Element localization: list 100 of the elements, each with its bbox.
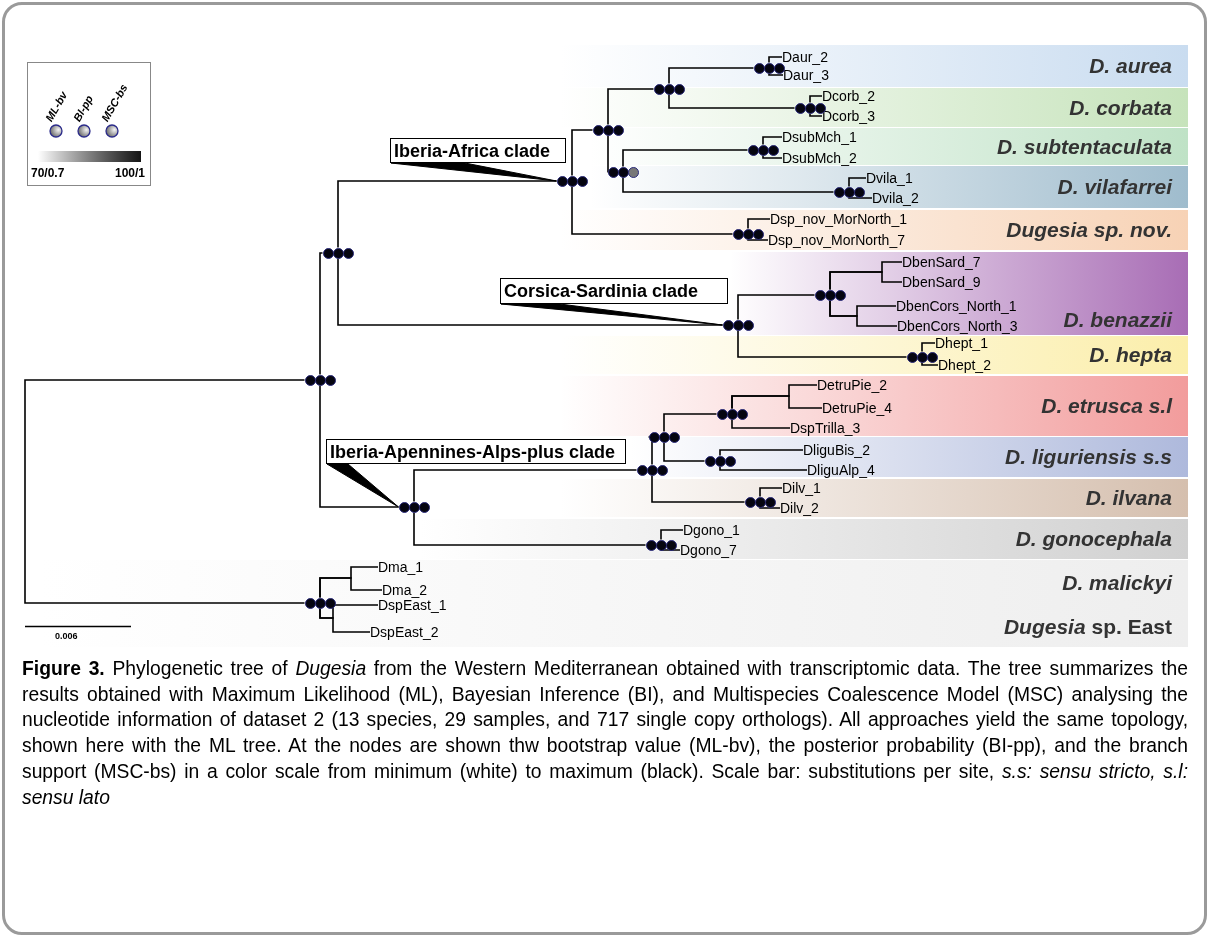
species-label: D. malickyi (1062, 571, 1172, 595)
support-dots-icon (398, 501, 430, 513)
support-dots-icon (814, 289, 846, 301)
tree-branch (622, 149, 749, 168)
tree-branch (660, 529, 684, 541)
clade-callout: Corsica-Sardinia clade (500, 278, 728, 304)
tree-branch (663, 441, 706, 462)
tree-branch (747, 238, 769, 241)
tip-label: DspEast_1 (378, 598, 447, 612)
support-dots-icon (636, 464, 668, 476)
species-label: Dugesia sp. East (1003, 615, 1172, 639)
support-dots-icon (645, 539, 677, 551)
tip-label: DbenCors_North_3 (897, 319, 1018, 333)
tree-branch (319, 577, 383, 599)
tree-branch (747, 218, 771, 230)
support-dots-icon (747, 144, 779, 156)
species-label: D. aurea (1089, 54, 1172, 78)
tree-branch (319, 252, 324, 376)
tip-label: Daur_2 (782, 50, 828, 64)
support-dots-icon (704, 455, 736, 467)
species-label: D. liguriensis s.s (1005, 445, 1172, 469)
tree-branch (848, 177, 867, 188)
tree-branch (731, 395, 823, 410)
tip-label: Dcorb_2 (822, 89, 875, 103)
tree-branch (759, 487, 783, 498)
clade-callout: Iberia-Africa clade (390, 138, 566, 163)
tip-label: DbenSard_9 (902, 275, 981, 289)
tip-label: Dilv_1 (782, 481, 821, 495)
tree-branch (668, 67, 755, 85)
tree-branch (663, 413, 718, 433)
support-dots-icon (653, 83, 685, 95)
tip-label: DetruPie_4 (822, 401, 893, 415)
support-dots-icon (722, 319, 754, 331)
tree-branch (731, 418, 791, 429)
tree-branch (319, 607, 371, 633)
support-dots-icon (753, 62, 785, 74)
species-label: D. gonocephala (1015, 527, 1172, 551)
species-label: D. corbata (1069, 95, 1172, 120)
tree-branch (413, 469, 638, 503)
tip-label: DspEast_2 (370, 625, 439, 639)
tree-branch (571, 129, 594, 177)
tip-label: Dhept_2 (938, 358, 991, 372)
species-label: D. ilvana (1085, 486, 1172, 510)
support-dots-icon (322, 247, 354, 259)
clade-pointer (326, 463, 399, 508)
tree-branch (607, 88, 655, 126)
tree-branch (668, 93, 796, 109)
tree-branch (606, 134, 609, 173)
tip-label: Dilv_2 (780, 501, 819, 515)
tip-label: Dgono_7 (680, 543, 737, 557)
scale-max-label: 100/1 (114, 166, 145, 180)
support-dots-icon (648, 431, 680, 443)
support-dots-icon (716, 408, 748, 420)
tip-label: DliguBis_2 (803, 443, 870, 457)
tip-label: DsubMch_2 (782, 151, 857, 165)
tip-label: Dsp_nov_MorNorth_7 (768, 233, 905, 247)
support-dots-icon (607, 166, 639, 178)
species-label: D. etrusca s.l (1041, 394, 1172, 418)
tree-branch (337, 180, 558, 249)
support-dots-icon (732, 228, 764, 240)
support-dots-icon (906, 351, 938, 363)
tip-label: Dsp_nov_MorNorth_1 (770, 212, 907, 226)
clade-pointer (390, 162, 557, 182)
support-dots-icon (556, 175, 588, 187)
support-dots-icon (744, 496, 776, 508)
tip-label: DliguAlp_4 (807, 463, 875, 477)
tree-branch (829, 299, 898, 327)
tree-branch (337, 257, 724, 326)
tree-branch (719, 449, 804, 457)
tip-label: Daur_3 (783, 68, 829, 82)
tip-label: DspTrilla_3 (790, 421, 861, 435)
tip-label: Dma_1 (378, 560, 424, 574)
tip-label: Dvila_2 (872, 191, 919, 205)
support-dots-icon (304, 374, 336, 386)
clade-pointer (500, 303, 723, 326)
tree-branch (921, 361, 939, 366)
species-label: D. benazzii (1063, 308, 1172, 332)
tree-branch (809, 95, 823, 104)
clade-callout: Iberia-Apennines-Alps-plus clade (326, 439, 626, 464)
tip-label: DbenCors_North_1 (896, 299, 1017, 313)
tree-branch (413, 511, 647, 546)
tree-branch (829, 271, 903, 291)
tree-branch (848, 196, 873, 199)
support-dots-icon (304, 597, 336, 609)
tree-branch (921, 342, 936, 353)
tree-branch (809, 112, 823, 117)
tree-branch (622, 176, 835, 193)
tree-branch (571, 185, 734, 235)
species-label: Dugesia sp. nov. (1006, 218, 1172, 242)
tip-label: Dma_2 (382, 583, 428, 597)
tip-label: DsubMch_1 (782, 130, 857, 144)
tree-branch (759, 506, 781, 509)
tip-label: Dvila_1 (866, 171, 913, 185)
support-dots-icon (833, 186, 865, 198)
tree-branch (651, 474, 746, 503)
tree-branch (762, 154, 783, 159)
tip-label: DbenSard_7 (902, 255, 981, 269)
species-label: D. hepta (1089, 343, 1172, 367)
tree-branch (719, 465, 808, 471)
tree-branch (768, 56, 783, 64)
